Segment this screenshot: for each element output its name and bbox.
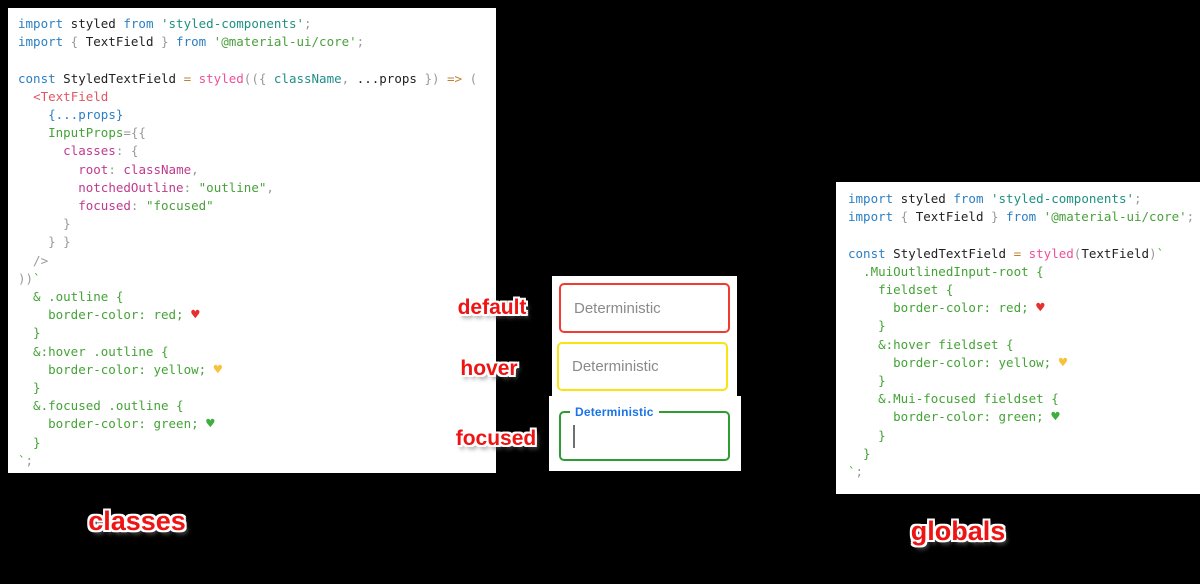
textfield-focused[interactable]: Deterministic <box>559 405 730 461</box>
code-line: &:hover fieldset { <box>848 336 1014 352</box>
code-line: } <box>848 445 871 461</box>
code-line: & .outline { <box>18 289 124 305</box>
textfield-default[interactable] <box>559 283 730 333</box>
code-line: InputProps={{ <box>48 125 146 141</box>
code-line: } } <box>18 234 71 250</box>
right-code-block: import styled from 'styled-components'; i… <box>836 182 1200 494</box>
code-line: /> <box>18 252 49 268</box>
label-globals: globals <box>910 516 1006 546</box>
code-line: &:hover .outline { <box>18 343 169 359</box>
code-line: <TextField <box>33 88 109 104</box>
code-line: .MuiOutlinedInput-root { <box>848 263 1044 279</box>
textfield-hover-input[interactable] <box>559 344 726 389</box>
code-line: {...props} <box>48 107 124 123</box>
code-line: fieldset { <box>848 282 954 298</box>
code-line: } <box>18 434 41 450</box>
textfield-default-input[interactable] <box>561 285 728 331</box>
label-default: default <box>457 296 527 319</box>
code-line: border-color: yellow; ♥ <box>848 354 1068 371</box>
code-line: } <box>18 216 71 232</box>
code-line: } <box>18 380 41 396</box>
code-line: border-color: green; ♥ <box>848 409 1060 426</box>
code-line <box>848 226 1200 244</box>
left-code-block: import styled from 'styled-components'; i… <box>8 8 496 473</box>
code-line: focused: "focused" <box>78 198 214 214</box>
code-line: const StyledTextField = styled(({ classN… <box>18 70 478 86</box>
code-line: &.Mui-focused fieldset { <box>848 391 1059 407</box>
code-line: } <box>848 373 886 389</box>
code-line: } <box>848 318 886 334</box>
code-line: `; <box>18 452 34 468</box>
textfield-hover[interactable] <box>557 342 728 391</box>
code-line: import styled from 'styled-components'; <box>18 16 312 31</box>
code-line: border-color: green; ♥ <box>18 416 215 433</box>
code-line: border-color: red; ♥ <box>848 300 1045 317</box>
code-line: } <box>848 427 886 443</box>
code-line: border-color: red; ♥ <box>18 307 200 324</box>
code-line <box>18 51 496 69</box>
code-line: const StyledTextField = styled(TextField… <box>848 245 1165 261</box>
code-line: import styled from 'styled-components'; <box>848 191 1142 206</box>
code-line: border-color: yellow; ♥ <box>18 361 223 378</box>
code-line: &.focused .outline { <box>18 398 184 414</box>
label-hover: hover <box>460 357 518 380</box>
label-focused: focused <box>455 427 537 450</box>
code-line: `; <box>848 464 864 480</box>
textfield-focused-input[interactable] <box>561 413 728 459</box>
label-classes: classes <box>88 506 186 536</box>
code-line: ))` <box>18 270 41 286</box>
code-line: classes: { <box>63 143 139 159</box>
code-line: import { TextField } from '@material-ui/… <box>848 209 1195 225</box>
code-line: import { TextField } from '@material-ui/… <box>18 34 365 50</box>
code-line: notchedOutline: "outline", <box>78 179 274 195</box>
code-line: root: className, <box>78 161 199 177</box>
code-line: } <box>18 325 41 341</box>
